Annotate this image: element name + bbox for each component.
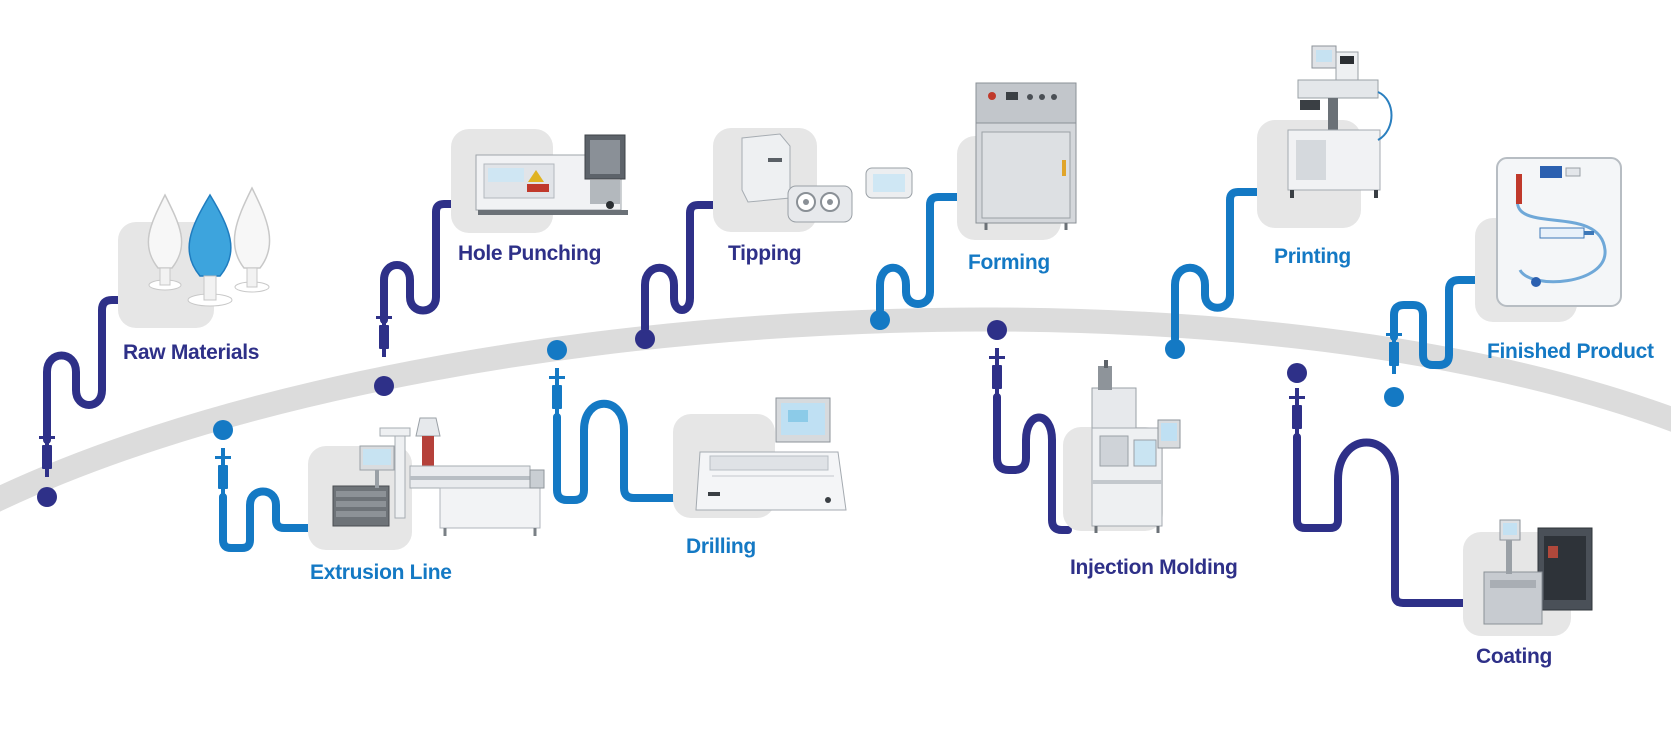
step-label: Printing (1274, 245, 1351, 268)
step-label: Tipping (728, 242, 801, 265)
connector-tipping (641, 201, 722, 333)
timeline-node (1287, 363, 1307, 383)
step-drilling: Drilling (547, 340, 847, 558)
step-coating: Coating (1287, 363, 1593, 668)
timeline-node (547, 340, 567, 360)
step-tipping: Tipping (635, 128, 913, 349)
step-extrusion-line: Extrusion Line (213, 417, 545, 584)
connector-drilling (553, 399, 682, 504)
step-label: Drilling (686, 535, 756, 558)
connector-hole-punching (380, 200, 460, 324)
timeline-arc (0, 307, 1671, 512)
step-label: Coating (1476, 645, 1552, 668)
drilling-machine-icon (695, 397, 847, 511)
syringe-icon (549, 368, 565, 417)
timeline-node (635, 329, 655, 349)
syringe-icon (215, 448, 231, 497)
syringe-icon (1289, 388, 1305, 437)
step-raw-materials: Raw Materials (37, 186, 271, 507)
step-label: Finished Product (1487, 340, 1654, 363)
step-forming: Forming (870, 82, 1077, 330)
syringe-icon (989, 348, 1005, 397)
extrusion-machine-icon (332, 417, 545, 536)
connector-coating (1293, 433, 1472, 607)
injection-molding-machine-icon (1091, 360, 1181, 533)
step-label: Extrusion Line (310, 561, 452, 584)
catheter-kit-icon (1496, 157, 1622, 307)
timeline-node (213, 420, 233, 440)
timeline-node (37, 487, 57, 507)
connector-printing (1171, 188, 1266, 343)
connector-forming (876, 193, 966, 314)
connector-raw-materials (43, 296, 129, 444)
timeline-node (987, 320, 1007, 340)
tipping-machine-icon (741, 133, 913, 223)
connector-extrusion-line (219, 487, 316, 552)
timeline-node (1384, 387, 1404, 407)
hole-punching-machine-icon (475, 134, 628, 215)
step-label: Injection Molding (1070, 556, 1238, 579)
step-finished-product: Finished Product (1384, 157, 1654, 407)
raw-materials-pellets-icon (147, 186, 271, 307)
timeline-node (374, 376, 394, 396)
step-label: Forming (968, 251, 1050, 274)
timeline-node (1165, 339, 1185, 359)
step-injection-molding: Injection Molding (987, 320, 1238, 579)
step-label: Raw Materials (123, 341, 259, 364)
step-hole-punching: Hole Punching (374, 129, 628, 396)
printing-machine-icon (1287, 45, 1393, 198)
step-label: Hole Punching (458, 242, 601, 265)
step-printing: Printing (1165, 45, 1393, 359)
connector-finished-product (1390, 276, 1484, 369)
coating-machine-icon (1483, 519, 1593, 625)
forming-oven-icon (975, 82, 1077, 230)
timeline-node (870, 310, 890, 330)
connector-injection-molding (993, 393, 1072, 534)
